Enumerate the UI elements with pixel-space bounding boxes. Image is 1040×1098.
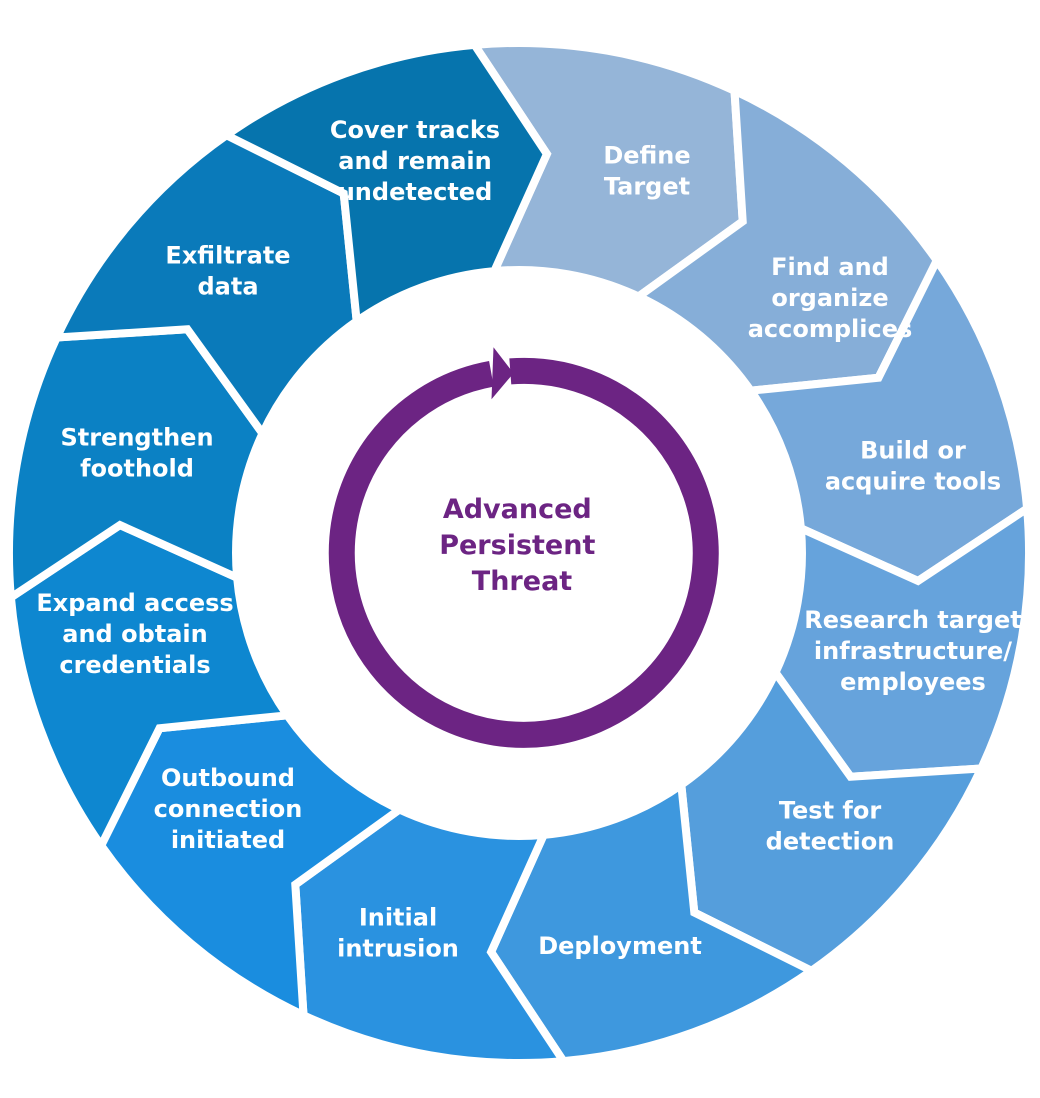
step-label: Initial intrusion: [337, 904, 459, 963]
step-label: Cover tracks and remain undetected: [330, 116, 500, 206]
segments: [5, 39, 1033, 1067]
step-label-line: Outbound: [161, 764, 295, 792]
step-label-line: accomplices: [748, 315, 913, 343]
step-label-line: data: [197, 273, 258, 301]
cycle-arrow-icon: [328, 347, 719, 748]
step-label: Find and organize accomplices: [748, 253, 913, 343]
step-label-line: Research target: [804, 606, 1021, 634]
step-label-line: foothold: [80, 455, 194, 483]
step-label-line: connection: [154, 795, 303, 823]
step-label-line: organize: [771, 284, 888, 312]
step-label: Build or acquire tools: [825, 437, 1001, 496]
step-label-line: intrusion: [337, 935, 459, 963]
step-label-line: detection: [766, 828, 895, 856]
step-label-line: Target: [604, 173, 690, 201]
center-title-line: Threat: [472, 566, 572, 597]
step-label-line: infrastructure/: [814, 637, 1012, 665]
step-label-line: Exfiltrate: [165, 242, 290, 270]
step-label-line: acquire tools: [825, 468, 1001, 496]
step-label: Exfiltrate data: [165, 242, 290, 301]
step-label-line: Cover tracks: [330, 116, 500, 144]
step-label-line: Deployment: [538, 932, 702, 960]
step-label-line: employees: [840, 668, 986, 696]
step-label-line: Expand access: [36, 589, 233, 617]
step-label-line: undetected: [338, 178, 493, 206]
step-label-line: Initial: [359, 904, 437, 932]
step-label-line: and obtain: [62, 620, 207, 648]
step-label-line: Define: [603, 142, 690, 170]
center-title-line: Advanced: [443, 494, 592, 525]
center-title-line: Persistent: [439, 530, 595, 561]
step-label: Expand access and obtain credentials: [36, 589, 233, 679]
step-label: Outbound connection initiated: [154, 764, 303, 854]
center-title: Advanced Persistent Threat: [439, 494, 605, 597]
step-label-line: Strengthen: [60, 424, 213, 452]
step-label: Research target infrastructure/employees: [804, 606, 1021, 696]
step-label: Deployment: [538, 932, 702, 960]
step-label-line: Build or: [860, 437, 966, 465]
step-label: Test for detection: [766, 797, 895, 856]
step-label: Strengthen foothold: [60, 424, 213, 483]
step-label-line: Find and: [771, 253, 889, 281]
step-segment: [218, 40, 552, 329]
step-label-line: and remain: [338, 147, 491, 175]
step-label-line: credentials: [59, 651, 210, 679]
step-label-line: Test for: [779, 797, 882, 825]
step-label-line: initiated: [171, 826, 285, 854]
